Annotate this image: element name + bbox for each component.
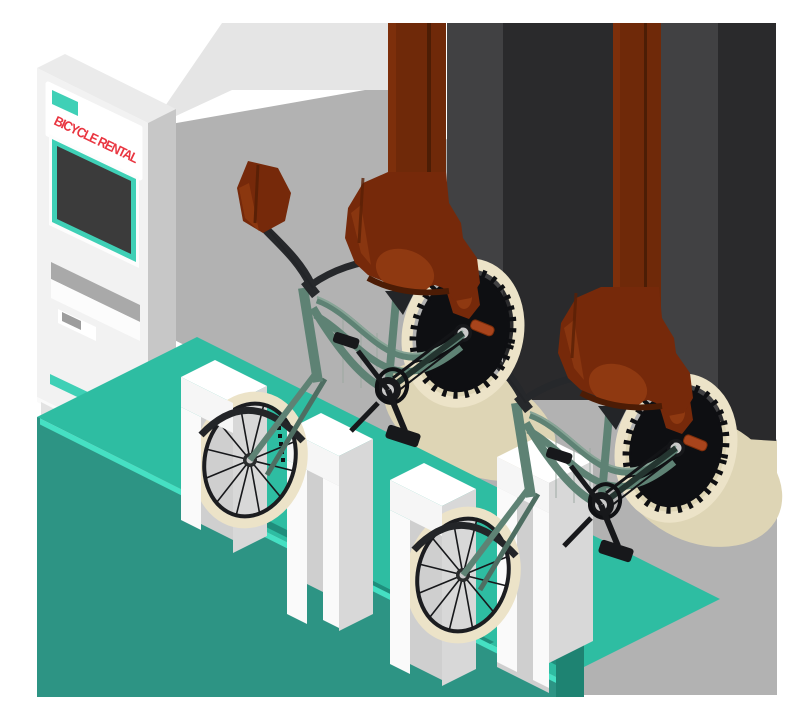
kiosk-tray — [51, 279, 140, 341]
kiosk-top — [37, 54, 176, 123]
kiosk-sign: BICYCLE RENTAL — [45, 81, 143, 181]
kiosk-recess — [51, 262, 140, 322]
kiosk-card-slot — [58, 309, 96, 341]
dock-post-3-front — [390, 480, 442, 674]
kiosk-screen — [49, 134, 139, 268]
sign-teal-chip — [52, 90, 78, 116]
smear-band-kiosk — [150, 23, 388, 128]
